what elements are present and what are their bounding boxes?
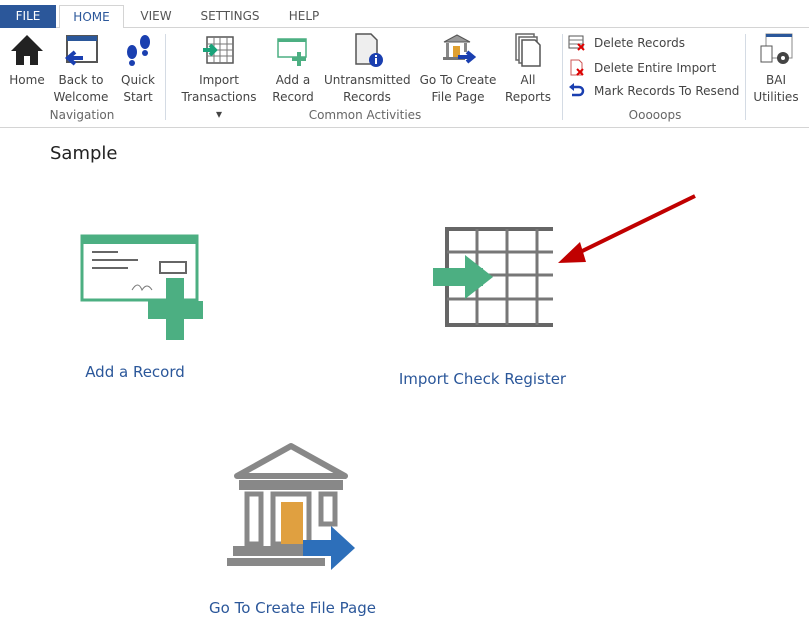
quick-label-2: Start — [123, 90, 153, 104]
delete-records-button[interactable]: Delete Records — [568, 35, 685, 51]
back-window-icon — [64, 35, 98, 66]
tab-file[interactable]: FILE — [0, 5, 56, 28]
group-oops-label: Ooooops — [628, 108, 682, 122]
group-common-label: Common Activities — [308, 108, 422, 122]
bai-gear-icon — [760, 33, 793, 64]
tab-view[interactable]: VIEW — [140, 9, 172, 23]
import-grid-icon — [203, 36, 234, 64]
add-label-1: Add a — [275, 73, 311, 87]
go-to-create-file-page-tile[interactable]: Go To Create File Page — [200, 440, 385, 617]
reports-label-2: Reports — [504, 90, 552, 104]
group-navigation-label: Navigation — [49, 108, 115, 122]
check-plus-icon — [80, 234, 208, 340]
bai-label-1: BAI — [766, 73, 786, 87]
tab-settings[interactable]: SETTINGS — [200, 9, 260, 23]
all-reports-button[interactable]: All Reports — [504, 32, 552, 106]
delete-import-icon — [570, 59, 584, 76]
untransmitted-records-button[interactable]: Untransmitted Records — [324, 32, 411, 106]
ribbon-tabs: FILE HOME VIEW SETTINGS HELP — [0, 0, 809, 29]
tab-home[interactable]: HOME — [59, 5, 124, 29]
goto-label-1: Go To Create — [419, 73, 497, 87]
back-to-welcome-button[interactable]: Back to Welcome — [52, 32, 110, 106]
tab-help[interactable]: HELP — [288, 9, 320, 23]
check-plus-icon — [277, 38, 307, 66]
import-transactions-button[interactable]: Import Transactions ▾ — [178, 32, 260, 123]
delete-records-label: Delete Records — [594, 36, 685, 50]
untransmitted-label-1: Untransmitted — [324, 73, 411, 87]
add-record-tile-label: Add a Record — [85, 363, 185, 381]
bai-label-2: Utilities — [753, 90, 799, 104]
home-label: Home — [9, 73, 45, 87]
footprints-icon — [127, 35, 150, 66]
back-label-2: Welcome — [53, 90, 109, 104]
separator — [562, 34, 563, 120]
page-title: Sample — [50, 143, 118, 164]
mark-records-to-resend-button[interactable]: Mark Records To Resend — [568, 83, 739, 99]
home-button[interactable]: Home — [6, 32, 48, 89]
annotation-arrow — [558, 194, 696, 263]
document-info-icon — [355, 33, 383, 67]
bank-arrow-icon — [443, 34, 476, 64]
reports-stack-icon — [515, 33, 541, 67]
go-to-create-file-page-tile-label: Go To Create File Page — [209, 599, 376, 617]
resend-label: Mark Records To Resend — [594, 84, 740, 98]
import-grid-icon — [432, 227, 567, 327]
add-record-tile[interactable]: Add a Record — [60, 230, 210, 381]
delete-entire-import-button[interactable]: Delete Entire Import — [568, 59, 716, 77]
bai-utilities-button[interactable]: BAI Utilities — [752, 32, 800, 106]
home-icon — [11, 35, 43, 65]
delete-records-icon — [568, 35, 585, 51]
import-label-1: Import — [199, 73, 239, 87]
reports-label-1: All — [520, 73, 536, 87]
back-label-1: Back to — [58, 73, 104, 87]
quick-start-button[interactable]: Quick Start — [116, 32, 160, 106]
import-check-register-tile-label: Import Check Register — [398, 370, 567, 388]
quick-label-1: Quick — [121, 73, 155, 87]
import-label-2: Transactions ▾ — [181, 90, 257, 121]
bank-arrow-icon — [227, 443, 355, 570]
ribbon: Home Back to Welcome Quick Start Navigat… — [0, 28, 809, 128]
add-record-button[interactable]: Add a Record — [270, 32, 316, 106]
go-to-create-file-page-button[interactable]: Go To Create File Page — [418, 32, 498, 106]
delete-import-label: Delete Entire Import — [594, 61, 717, 75]
goto-label-2: File Page — [431, 90, 485, 104]
undo-arrow-icon — [569, 83, 585, 97]
separator — [745, 34, 746, 120]
separator — [165, 34, 166, 120]
add-label-2: Record — [272, 90, 314, 104]
import-check-register-tile[interactable]: Import Check Register — [395, 225, 570, 388]
untransmitted-label-2: Records — [343, 90, 391, 104]
